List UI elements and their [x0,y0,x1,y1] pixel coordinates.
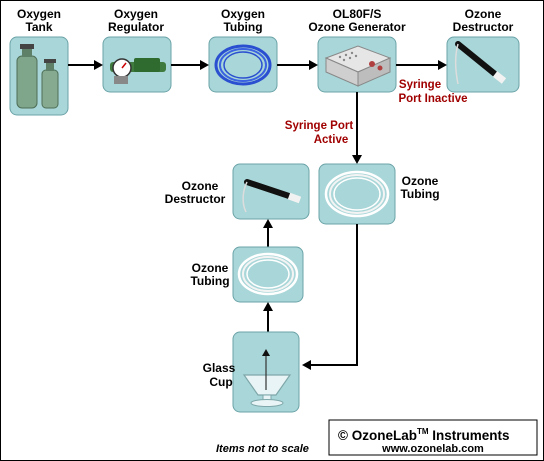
arrow-generator-to-ozone-tubing [352,92,362,164]
label-ozone-destructor-left-1: Ozone [182,179,219,193]
label-ozone-generator-2: Ozone Generator [308,20,406,34]
arrow-cup-to-tubing [263,302,273,332]
ozone-destructor-icon [454,41,507,85]
arrow-tubing-to-generator [277,60,318,70]
node-ozone-destructor-left [232,163,310,220]
node-oxygen-regulator [102,36,172,93]
node-ozone-generator [317,36,397,93]
ozone-tubing-icon [237,252,299,296]
node-ozone-destructor-top [446,36,520,93]
label-ozone-tubing-left-1: Ozone [192,261,229,275]
label-oxygen-tank-2: Tank [25,20,52,34]
arrow-tubing-to-destructor [263,219,273,247]
syringe-port-inactive-1: Syringe [399,79,441,91]
label-glass-cup-1: Glass [203,361,236,375]
label-ozone-tubing-right-1: Ozone [402,174,439,188]
label-oxygen-regulator-2: Regulator [108,20,164,34]
label-ozone-tubing-left-2: Tubing [190,274,229,288]
arrow-tank-to-regulator [68,60,103,70]
label-glass-cup-2: Cup [209,375,232,389]
ozone-tubing-icon [324,170,390,218]
glass-cup-icon [242,349,292,407]
node-oxygen-tubing [208,36,278,93]
syringe-port-inactive-2: Port Inactive [398,93,467,105]
node-oxygen-tank [9,36,69,116]
node-ozone-tubing-left [232,246,304,303]
node-glass-cup [232,331,300,413]
regulator-icon [110,58,166,84]
syringe-port-active-1: Syringe Port [285,120,354,132]
ozone-destructor-icon [242,179,302,213]
label-oxygen-tubing-1: Oxygen [221,7,265,21]
arrow-ozone-tubing-to-cup [302,224,358,370]
brand-url: www.ozonelab.com [381,443,484,455]
brand-box: © OzoneLabTM Instruments www.ozonelab.co… [328,419,538,456]
label-ozone-destructor-top-2: Destructor [453,20,514,34]
label-ozone-destructor-left-2: Destructor [165,192,226,206]
items-not-to-scale-note: Items not to scale [216,443,309,455]
label-oxygen-regulator-1: Oxygen [114,7,158,21]
node-ozone-tubing-right [318,163,396,225]
label-oxygen-tubing-2: Tubing [223,20,262,34]
label-ozone-generator-1: OL80F/S [333,7,382,21]
label-ozone-destructor-top-1: Ozone [465,7,502,21]
label-oxygen-tank-1: Oxygen [17,7,61,21]
arrow-regulator-to-tubing [171,60,209,70]
syringe-port-active-2: Active [314,134,349,146]
label-ozone-tubing-right-2: Tubing [400,187,439,201]
arrow-generator-to-destructor [396,60,447,70]
brand-name: © OzoneLabTM Instruments [338,427,510,443]
blue-tubing-icon [214,44,272,86]
ozone-generator-icon [324,45,392,87]
oxygen-tank-icon [16,44,59,109]
